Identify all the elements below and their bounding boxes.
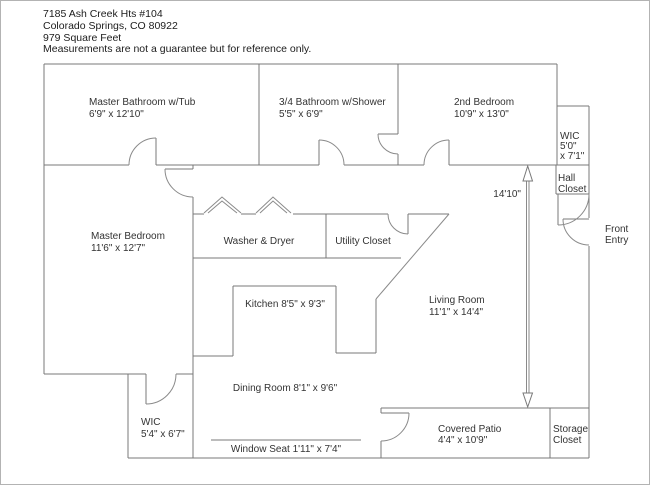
room-labels: Master Bathroom w/Tub 6'9" x 12'10" 3/4 …: [89, 97, 629, 455]
room-label-dining-room: Dining Room 8'1" x 9'6": [233, 383, 338, 394]
three-quarter-bathroom-door-arc: [318, 139, 345, 166]
second-bedroom-door-arc: [423, 139, 450, 166]
patio-door-arc: [380, 412, 410, 442]
arrow-down-icon: [522, 392, 534, 409]
arrow-up-icon: [522, 164, 534, 182]
door-leaves: [145, 133, 589, 414]
plan-header: 7185 Ash Creek Hts #104 Colorado Springs…: [43, 8, 312, 56]
room-dims-three-quarter-bathroom: 5'5" x 6'9": [279, 109, 323, 120]
master-bedroom-door-arc: [164, 168, 194, 198]
bifold-chevron-icon: [203, 196, 242, 214]
room-label-washer-dryer: Washer & Dryer: [224, 236, 295, 247]
room-label-utility-closet: Utility Closet: [335, 236, 391, 247]
disclaimer: Measurements are not a guarantee but for…: [43, 43, 312, 56]
room-label-wic-lower: WIC: [141, 417, 160, 428]
room-dims-master-bathroom: 6'9" x 12'10": [89, 109, 144, 120]
shower-door-arc: [377, 133, 399, 155]
room-dims-master-bedroom: 11'6" x 12'7": [91, 243, 146, 254]
master-bathroom-door-arc: [128, 137, 157, 166]
room-dims-second-bedroom: 10'9" x 13'0": [454, 109, 509, 120]
room-label-master-bedroom: Master Bedroom: [91, 231, 165, 242]
room-label-storage-closet-2: Closet: [553, 435, 582, 446]
address-line-2: Colorado Springs, CO 80922: [43, 19, 178, 32]
label-front-entry-2: Entry: [605, 235, 628, 246]
label-front-entry-1: Front: [605, 224, 629, 235]
door-arcs: [128, 133, 590, 442]
square-feet: 979 Square Feet: [43, 31, 122, 44]
room-label-wic-upper: WIC: [560, 131, 579, 142]
label-window-seat: Window Seat 1'11" x 7'4": [231, 444, 342, 455]
bifold-door-chevrons: [203, 196, 292, 214]
room-label-storage-closet-1: Storage: [553, 424, 588, 435]
bifold-chevron-icon: [255, 196, 292, 214]
room-label-covered-patio: Covered Patio: [438, 424, 502, 435]
bifold-chevron-icon: [259, 200, 288, 214]
room-label-second-bedroom: 2nd Bedroom: [454, 97, 514, 108]
room-label-hall-closet-2: Closet: [558, 184, 587, 195]
room-dims-living-room: 11'1" x 14'4": [429, 307, 484, 318]
room-label-hall-closet-1: Hall: [558, 173, 575, 184]
room-dims-wic-upper-1: 5'0": [560, 141, 577, 152]
room-label-three-quarter-bathroom: 3/4 Bathroom w/Shower: [279, 97, 386, 108]
wic-lower-door-arc: [145, 373, 177, 405]
utility-closet-door-arc: [387, 213, 409, 235]
room-dims-covered-patio: 4'4" x 10'9": [438, 435, 488, 446]
living-room-diagonal-wall: [375, 213, 450, 300]
address-line-1: 7185 Ash Creek Hts #104: [43, 8, 163, 20]
room-label-living-room: Living Room: [429, 295, 485, 306]
room-dims-wic-upper-2: x 7'1": [560, 151, 585, 162]
bifold-chevron-icon: [207, 200, 238, 214]
front-entry-door-arc: [562, 218, 590, 246]
room-dims-wic-lower: 5'4" x 6'7": [141, 429, 185, 440]
room-label-master-bathroom: Master Bathroom w/Tub: [89, 97, 196, 108]
room-label-kitchen: Kitchen 8'5" x 9'3": [245, 299, 325, 310]
dimension-arrow: 14'10": [493, 164, 534, 409]
dimension-arrow-label: 14'10": [493, 189, 521, 200]
walls: [43, 63, 590, 459]
